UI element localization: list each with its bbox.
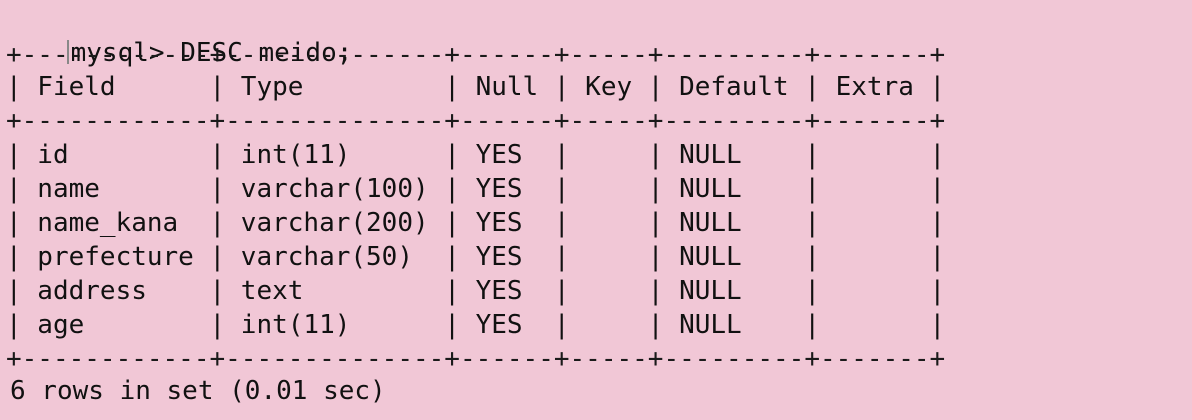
table-row: | name | varchar(100) | YES | | NULL | | xyxy=(6,174,946,204)
result-summary: 6 rows in set (0.01 sec) xyxy=(10,376,386,406)
cursor-mark-icon xyxy=(66,40,69,64)
command-text: mysql> DESC meido; xyxy=(70,38,353,68)
table-border-top: +------------+--------------+------+----… xyxy=(6,40,946,70)
table-header-row: | Field | Type | Null | Key | Default | … xyxy=(6,72,946,102)
table-row: | id | int(11) | YES | | NULL | | xyxy=(6,140,946,170)
table-row: | prefecture | varchar(50) | YES | | NUL… xyxy=(6,242,946,272)
table-row: | age | int(11) | YES | | NULL | | xyxy=(6,310,946,340)
table-border-bottom: +------------+--------------+------+----… xyxy=(6,344,946,374)
table-row: | address | text | YES | | NULL | | xyxy=(6,276,946,306)
table-border-middle: +------------+--------------+------+----… xyxy=(6,106,946,136)
command-prompt-line: mysql> DESC meido; xyxy=(4,2,352,68)
table-row: | name_kana | varchar(200) | YES | | NUL… xyxy=(6,208,946,238)
